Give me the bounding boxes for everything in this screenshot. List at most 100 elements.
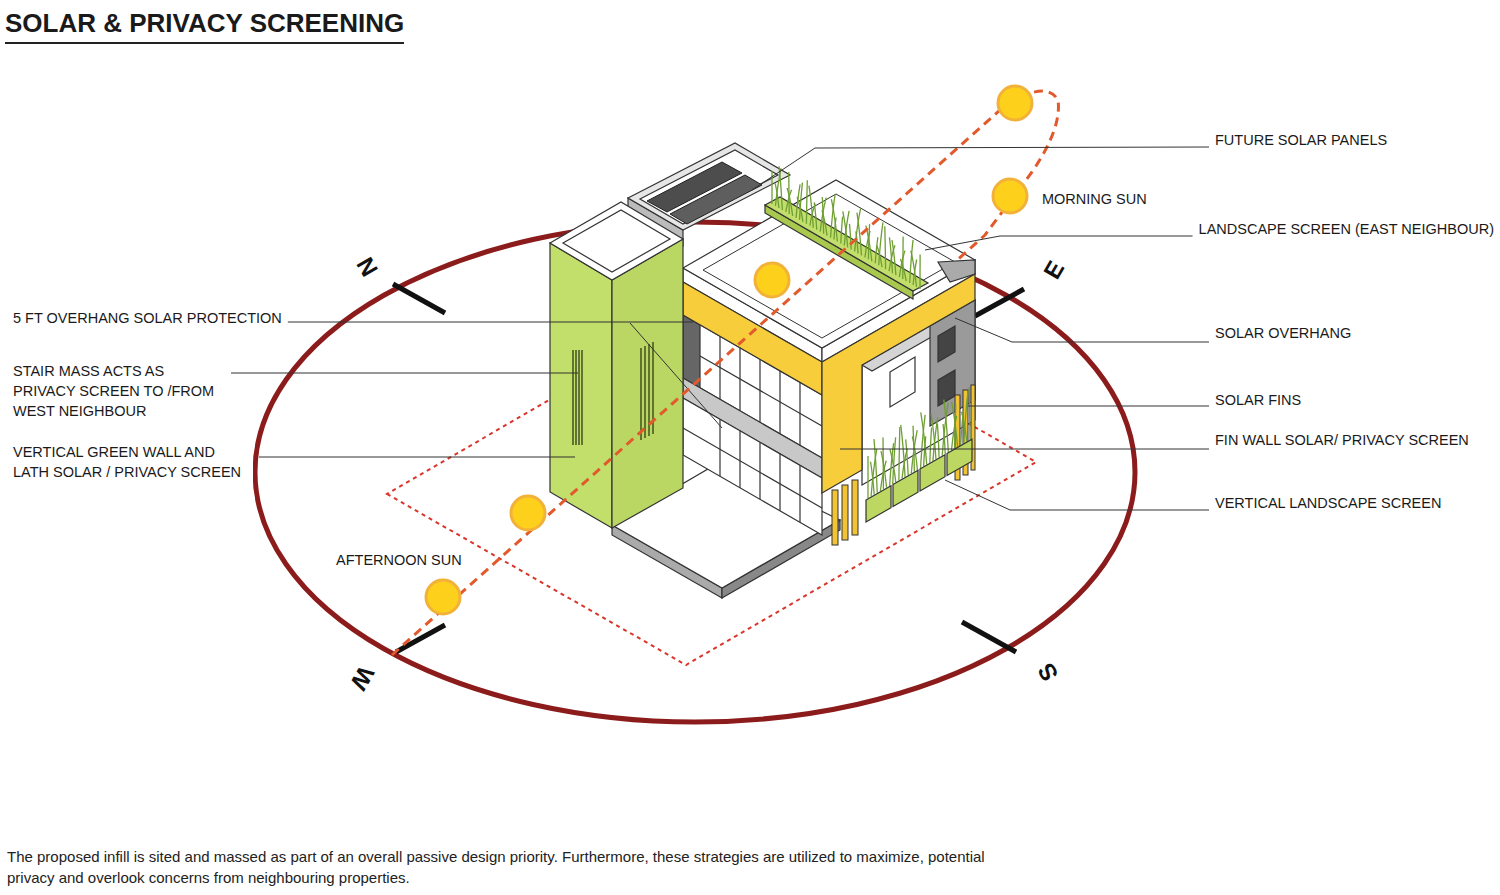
compass-tick	[962, 622, 1016, 652]
planter-grass	[912, 436, 917, 470]
planter-grass	[867, 456, 868, 498]
sun	[755, 263, 789, 297]
planter-box	[920, 455, 945, 491]
planter-grass	[944, 400, 949, 453]
sun-label: AFTERNOON SUN	[336, 550, 462, 570]
rooftop-box	[628, 143, 790, 230]
stair-tower	[563, 210, 670, 272]
roof-grass	[892, 240, 896, 275]
solar-fin	[832, 490, 838, 545]
roof-grass	[822, 210, 827, 235]
compass-letter: W	[346, 662, 378, 694]
planter-grass	[962, 412, 967, 442]
west-facade	[683, 282, 822, 535]
lath-screen	[573, 342, 653, 445]
planter-box	[893, 470, 918, 506]
roof-grass	[884, 226, 886, 269]
planter-grass	[868, 387, 970, 498]
planter-grass	[943, 424, 945, 454]
compass-letter: N	[352, 253, 381, 280]
planter-grass	[921, 412, 927, 464]
window-mullion	[779, 454, 780, 511]
callout-label: VERTICAL LANDSCAPE SCREEN	[1215, 493, 1441, 513]
roof-grass	[775, 183, 779, 207]
roof-grass	[787, 188, 793, 216]
planter-grass	[871, 462, 875, 495]
window-mullion	[759, 442, 760, 499]
roof-grass	[849, 224, 851, 250]
planter-grass	[901, 425, 905, 477]
east-facade	[938, 370, 955, 406]
roof-grass	[875, 237, 878, 263]
sun	[426, 580, 460, 614]
window-mullion	[683, 428, 822, 508]
sun	[511, 496, 545, 530]
caption: The proposed infill is sited and massed …	[7, 846, 1017, 888]
leader-line	[840, 449, 1209, 450]
callout-label: FIN WALL SOLAR/ PRIVACY SCREEN	[1215, 430, 1469, 450]
leader-line	[288, 322, 693, 323]
east-facade	[822, 274, 975, 493]
compass-ring	[255, 222, 1135, 722]
callout-label: VERTICAL GREEN WALL AND LATH SOLAR / PRI…	[13, 442, 253, 482]
lath-screen	[575, 350, 577, 445]
planter-grass	[881, 451, 887, 487]
compass-tick	[393, 284, 1024, 652]
lath-screen	[640, 348, 642, 440]
west-facade	[683, 398, 822, 535]
planter-box	[866, 486, 891, 522]
compass-letter: S	[1034, 659, 1063, 685]
planter-grass	[930, 428, 932, 463]
roof-grass	[814, 202, 817, 229]
solar-panel	[670, 175, 762, 224]
planter-grass	[937, 424, 939, 458]
lath-screen	[644, 346, 646, 438]
title: SOLAR & PRIVACY SCREENING	[5, 8, 404, 44]
east-facade	[938, 326, 955, 362]
planter-grass	[931, 414, 936, 459]
lath-screen	[578, 350, 580, 445]
callout-label: FUTURE SOLAR PANELS	[1215, 130, 1387, 150]
roof-grass	[772, 166, 920, 289]
callout-label: SOLAR FINS	[1215, 390, 1301, 410]
stair-tower	[550, 202, 683, 528]
compass-letter: E	[1040, 257, 1069, 283]
west-facade	[683, 282, 822, 395]
roof-grass	[841, 217, 843, 244]
roof-grass	[919, 254, 920, 289]
planter-grass	[906, 439, 909, 475]
roof-grass	[797, 197, 803, 222]
site-boundary	[387, 291, 1036, 665]
leader-line	[945, 480, 1209, 510]
leader-line	[955, 318, 1209, 342]
planter-grass	[890, 449, 896, 482]
planter-box	[866, 439, 972, 522]
lath-screen	[581, 350, 583, 445]
roof-grass	[877, 245, 882, 267]
callout-label: LANDSCAPE SCREEN (EAST NEIGHBOUR)	[1199, 219, 1494, 239]
east-facade	[890, 357, 915, 407]
site-boundary	[387, 291, 1036, 665]
west-facade	[683, 315, 700, 388]
window-mullion	[719, 419, 720, 476]
sun-label: MORNING SUN	[1042, 189, 1147, 209]
roof-grass	[902, 236, 904, 279]
planter-grass	[898, 427, 900, 480]
stair-tower	[550, 202, 683, 280]
window-mullion	[700, 356, 822, 426]
stair-tower	[612, 239, 683, 528]
planter-grass	[874, 439, 877, 493]
callout-label: SOLAR OVERHANG	[1215, 323, 1351, 343]
sun	[426, 86, 1032, 614]
window-mullion	[683, 336, 822, 522]
roof-grass	[843, 211, 848, 247]
roof-grass	[809, 186, 813, 228]
window-mullion	[799, 465, 800, 522]
roof-grass	[806, 180, 808, 224]
compass-tick	[975, 289, 1024, 316]
leader-line	[259, 457, 575, 458]
solar-fin	[832, 385, 975, 545]
roof-grass	[831, 199, 837, 241]
